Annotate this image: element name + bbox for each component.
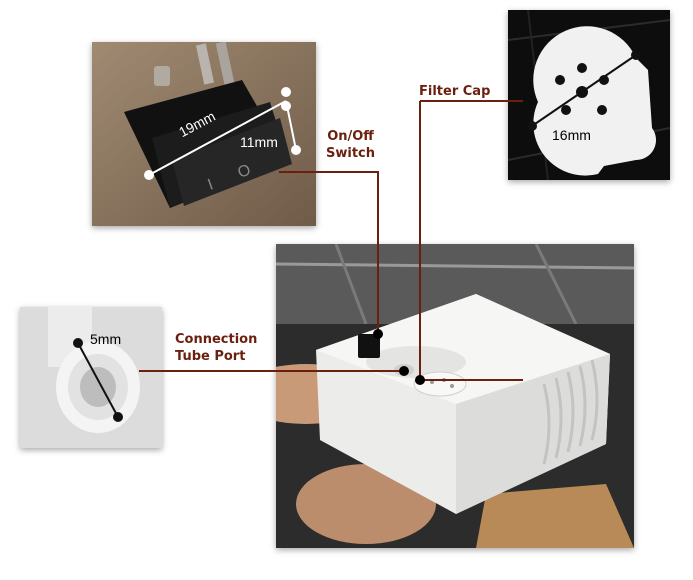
- switch-callout: On/Off Switch: [326, 128, 375, 162]
- switch-on-symbol: I: [206, 176, 216, 193]
- port-photo: 5mm: [20, 307, 162, 448]
- port-diameter-label: 5mm: [90, 331, 122, 347]
- port-marker: [399, 366, 409, 376]
- switch-marker: [373, 329, 383, 339]
- port-callout-line2: Tube Port: [175, 349, 246, 364]
- filter-diameter-label: 16mm: [552, 127, 591, 143]
- switch-photo: I O 19mm 11mm: [92, 42, 316, 226]
- switch-callout-line1: On/Off: [327, 129, 374, 144]
- filter-cap-photo: 16mm: [508, 10, 670, 180]
- port-callout: Connection Tube Port: [175, 331, 257, 365]
- switch-width-label: 11mm: [240, 134, 278, 150]
- filter-leader-line: [419, 101, 523, 381]
- filter-callout: Filter Cap: [419, 84, 491, 99]
- switch-callout-line2: Switch: [326, 146, 376, 161]
- switch-leader-line: [279, 171, 379, 334]
- port-callout-line1: Connection: [175, 332, 258, 347]
- switch-off-symbol: O: [236, 162, 254, 182]
- filter-marker: [415, 375, 425, 385]
